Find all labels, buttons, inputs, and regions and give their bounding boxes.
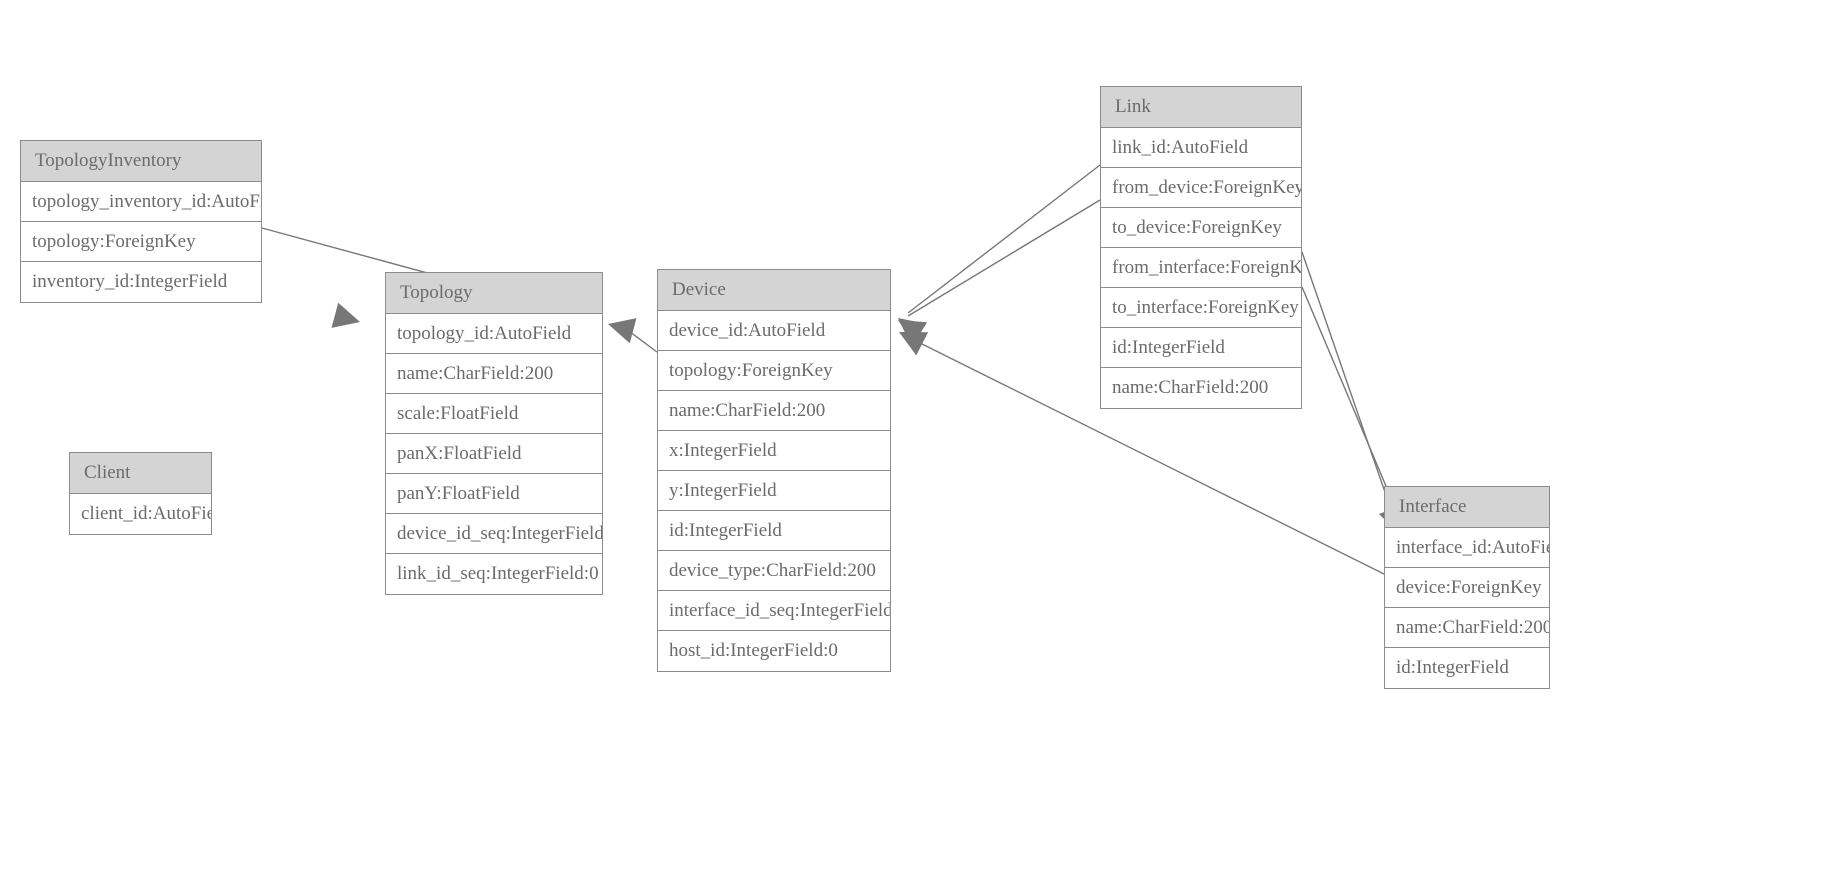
- entity-fields-topologyinventory: topology_inventory_id:AutoFieldtopology:…: [21, 182, 261, 302]
- entity-fields-interface: interface_id:AutoFielddevice:ForeignKeyn…: [1385, 528, 1549, 688]
- entity-field[interactable]: name:CharField:200: [658, 391, 890, 431]
- entity-field[interactable]: topology:ForeignKey: [658, 351, 890, 391]
- entity-field[interactable]: panY:FloatField: [386, 474, 602, 514]
- rel-device-topology[interactable]: Device.topology:ForeignKey → Topology.to…: [608, 318, 658, 353]
- entity-field[interactable]: scale:FloatField: [386, 394, 602, 434]
- relationship-arrowhead: [899, 332, 929, 356]
- entity-field[interactable]: topology:ForeignKey: [21, 222, 261, 262]
- entity-field[interactable]: link_id_seq:IntegerField:0: [386, 554, 602, 594]
- entity-field[interactable]: to_device:ForeignKey: [1101, 208, 1301, 248]
- entity-field[interactable]: device_id:AutoField: [658, 311, 890, 351]
- rel-link-fromdevice-device[interactable]: Link.from_device:ForeignKey → Device.dev…: [898, 164, 1101, 345]
- entity-field[interactable]: topology_inventory_id:AutoField: [21, 182, 261, 222]
- entity-interface[interactable]: Interfaceinterface_id:AutoFielddevice:Fo…: [1384, 486, 1550, 689]
- relationship-arrowhead: [898, 318, 927, 345]
- entity-field[interactable]: name:CharField:200: [1385, 608, 1549, 648]
- entity-title-link: Link: [1101, 87, 1301, 128]
- entity-field[interactable]: x:IntegerField: [658, 431, 890, 471]
- entity-field[interactable]: id:IntegerField: [1101, 328, 1301, 368]
- entity-title-topology: Topology: [386, 273, 602, 314]
- entity-field[interactable]: interface_id:AutoField: [1385, 528, 1549, 568]
- relationship-arrowhead: [331, 302, 360, 328]
- entity-title-topologyinventory: TopologyInventory: [21, 141, 261, 182]
- entity-field[interactable]: id:IntegerField: [1385, 648, 1549, 688]
- entity-field[interactable]: to_interface:ForeignKey: [1101, 288, 1301, 328]
- entity-field[interactable]: panX:FloatField: [386, 434, 602, 474]
- relationship-arrowhead: [898, 320, 927, 345]
- rel-link-todevice-device[interactable]: Link.to_device:ForeignKey → Device.devic…: [898, 199, 1101, 345]
- entity-field[interactable]: host_id:IntegerField:0: [658, 631, 890, 671]
- entity-field[interactable]: device_id_seq:IntegerField:0: [386, 514, 602, 554]
- entity-field[interactable]: from_interface:ForeignKey: [1101, 248, 1301, 288]
- entity-field[interactable]: inventory_id:IntegerField: [21, 262, 261, 302]
- entity-field[interactable]: interface_id_seq:IntegerField:0: [658, 591, 890, 631]
- entity-title-device: Device: [658, 270, 890, 311]
- entity-fields-client: client_id:AutoField: [70, 494, 211, 534]
- entity-field[interactable]: from_device:ForeignKey: [1101, 168, 1301, 208]
- relationship-line: [907, 164, 1101, 314]
- relationship-arrowhead: [608, 318, 637, 344]
- entity-field[interactable]: device:ForeignKey: [1385, 568, 1549, 608]
- entity-title-interface: Interface: [1385, 487, 1549, 528]
- relationship-line: [621, 325, 658, 353]
- entity-field[interactable]: id:IntegerField: [658, 511, 890, 551]
- entity-field[interactable]: name:CharField:200: [1101, 368, 1301, 408]
- entity-field[interactable]: y:IntegerField: [658, 471, 890, 511]
- entity-field[interactable]: link_id:AutoField: [1101, 128, 1301, 168]
- entity-field[interactable]: client_id:AutoField: [70, 494, 211, 534]
- entity-title-client: Client: [70, 453, 211, 494]
- entity-field[interactable]: topology_id:AutoField: [386, 314, 602, 354]
- relationship-line: [1301, 251, 1397, 525]
- entity-field[interactable]: device_type:CharField:200: [658, 551, 890, 591]
- relationship-line: [907, 199, 1101, 317]
- entity-field[interactable]: name:CharField:200: [386, 354, 602, 394]
